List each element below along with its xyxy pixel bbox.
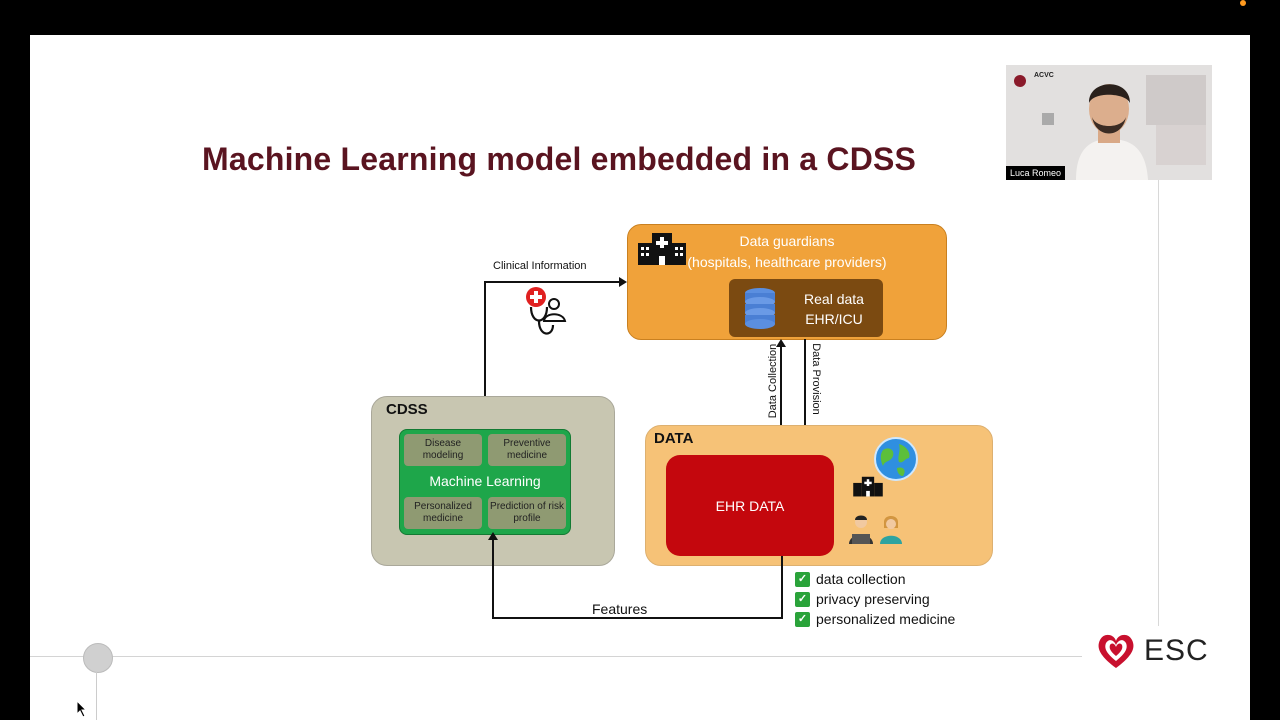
ehr-data-label: EHR DATA [715, 497, 785, 514]
esc-logo: ESC [1096, 632, 1209, 670]
real-data-title: Real data [804, 291, 864, 307]
arrow-to-guardians [619, 277, 627, 287]
real-data-box: Real data EHR/ICU [729, 279, 883, 337]
checkmark-icon: ✓ [795, 571, 810, 587]
recording-indicator-dot [1240, 0, 1246, 6]
features-arrowhead [488, 532, 498, 540]
doctor-icon [526, 287, 567, 335]
data-provision-label: Data Provision [810, 343, 822, 415]
cdss-label: CDSS [386, 401, 428, 418]
speaker-video-thumbnail[interactable]: ACVC Luca Romeo [1006, 65, 1212, 180]
data-label: DATA [654, 430, 694, 447]
checkmark-icon: ✓ [795, 591, 810, 607]
nurse-icon [880, 516, 902, 544]
connector-cdss-up [484, 282, 486, 426]
benefits-checklist: ✓ data collection ✓ privacy preserving ✓… [795, 569, 955, 629]
check-item-privacy: ✓ privacy preserving [795, 589, 955, 609]
ehr-data-box: EHR DATA [666, 455, 834, 556]
overlay-text-fragment: are [1214, 99, 1233, 114]
timeline-knob-stem [96, 672, 97, 720]
data-guardians-box: Data guardians (hospitals, healthcare pr… [627, 224, 947, 340]
features-line-up [492, 538, 494, 618]
data-collection-arrowhead [776, 339, 786, 347]
check-item-data-collection: ✓ data collection [795, 569, 955, 589]
data-guardians-label: Data guardians (hospitals, healthcare pr… [628, 231, 946, 273]
video-org-label: ACVC [1034, 72, 1054, 79]
database-icon [745, 288, 775, 329]
hospital-icon [638, 233, 686, 265]
data-guardians-subtitle: (hospitals, healthcare providers) [687, 254, 887, 270]
preventive-medicine-cell: Preventive medicine [488, 434, 566, 466]
risk-profile-cell: Prediction of risk profile [488, 497, 566, 529]
timeline-scrubber-knob[interactable] [83, 643, 113, 673]
slide-title: Machine Learning model embedded in a CDS… [202, 141, 917, 177]
clinical-information-label: Clinical Information [493, 260, 587, 272]
video-background [1006, 65, 1212, 180]
connector-clinical-horizontal [484, 281, 621, 283]
checkmark-icon: ✓ [795, 611, 810, 627]
slide-right-rule [1158, 180, 1159, 626]
researcher-icon [849, 515, 873, 544]
speaker-name-label: Luca Romeo [1006, 166, 1066, 180]
data-guardians-title: Data guardians [739, 233, 835, 249]
data-collection-label: Data Collection [767, 343, 779, 419]
globe-icon [874, 437, 918, 481]
data-collection-line [780, 345, 782, 425]
data-provision-line [804, 339, 806, 447]
heart-logo-icon [1098, 634, 1134, 668]
features-label: Features [592, 601, 648, 617]
machine-learning-label: Machine Learning [429, 473, 541, 489]
mouse-cursor-icon [76, 700, 88, 718]
features-line-horizontal [492, 617, 783, 619]
features-line-down [781, 556, 783, 618]
disease-modeling-cell: Disease modeling [404, 434, 482, 466]
data-box: DATA EHR DATA [645, 425, 993, 566]
slide-divider [30, 656, 1082, 657]
real-data-label: Real data EHR/ICU [789, 289, 879, 329]
hospital-small-icon [853, 476, 883, 497]
esc-logo-text: ESC [1144, 634, 1209, 667]
personalized-medicine-cell: Personalized medicine [404, 497, 482, 529]
check-item-personalized: ✓ personalized medicine [795, 609, 955, 629]
machine-learning-box: Disease modeling Preventive medicine Mac… [399, 429, 571, 535]
real-data-subtitle: EHR/ICU [805, 311, 863, 327]
